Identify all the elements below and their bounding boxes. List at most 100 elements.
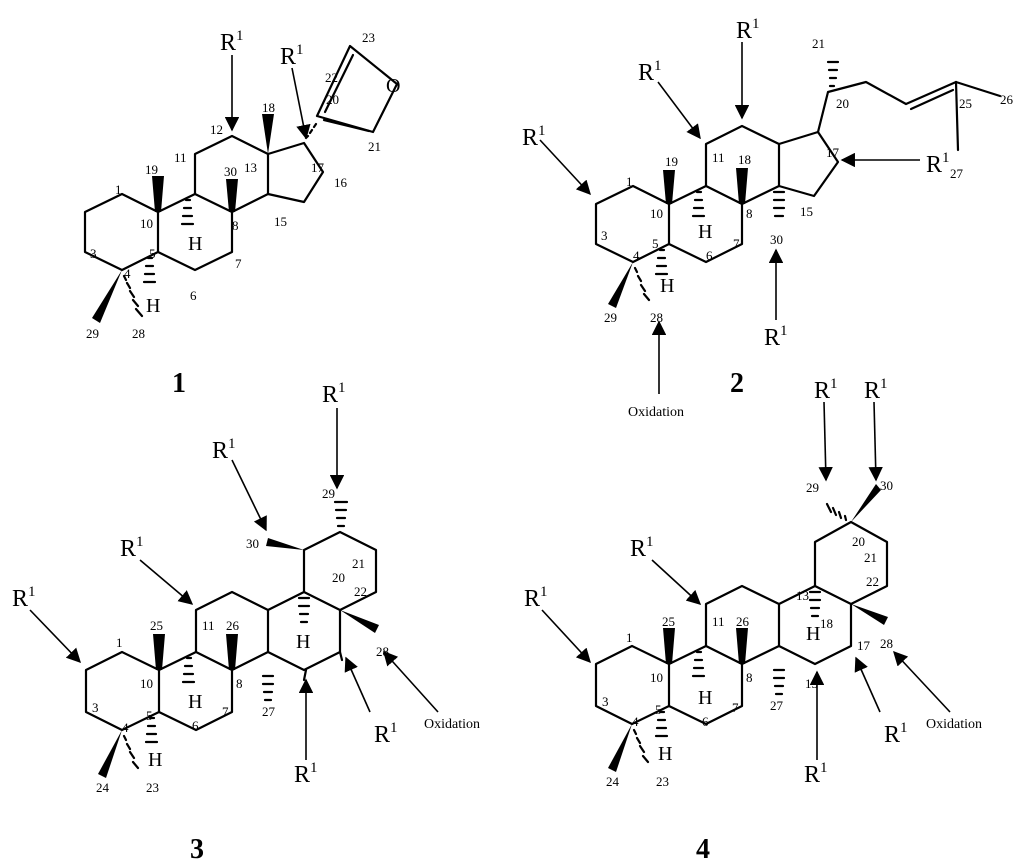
atom-number: 7 xyxy=(222,704,229,719)
atom-number: 18 xyxy=(820,616,833,631)
substituent-label: R1 xyxy=(736,16,760,44)
atom-number: 22 xyxy=(354,584,367,599)
atom-number: 7 xyxy=(732,700,739,715)
atom-number: 26 xyxy=(1000,92,1014,107)
substituent-label: R1 xyxy=(294,760,318,788)
atom-number: 22 xyxy=(866,574,879,589)
substituent-label: R1 xyxy=(638,58,662,86)
structure-4-atom-numbers: 1 3 4 5 6 7 8 10 11 13 15 17 18 20 21 22… xyxy=(602,478,893,789)
atom-number: 20 xyxy=(326,92,339,107)
hydrogen-label: H xyxy=(698,221,712,243)
atom-number: 24 xyxy=(606,774,620,789)
structure-4: 1 3 4 5 6 7 8 10 11 13 15 17 18 20 21 22… xyxy=(524,376,982,865)
structure-1-atom-numbers: 1 3 4 5 6 7 8 10 11 12 13 15 16 17 18 19… xyxy=(86,30,381,341)
atom-number: 29 xyxy=(86,326,99,341)
atom-number: 30 xyxy=(880,478,893,493)
atom-number: 11 xyxy=(712,614,725,629)
atom-number: 11 xyxy=(202,618,215,633)
substituent-label: R1 xyxy=(864,376,888,404)
compound-number-label: 4 xyxy=(696,834,710,865)
structure-3-substituent-arrows: R1 R1 R1 R1 R1 R1 Oxidation xyxy=(12,380,480,788)
atom-number: 25 xyxy=(150,618,163,633)
atom-number: 27 xyxy=(950,166,964,181)
atom-number: 19 xyxy=(665,154,678,169)
substituent-label: R1 xyxy=(374,720,398,748)
atom-number: 29 xyxy=(604,310,617,325)
hydrogen-label: H xyxy=(806,623,820,645)
atom-number: 27 xyxy=(262,704,276,719)
atom-number: 5 xyxy=(655,702,662,717)
structure-4-wedges xyxy=(608,484,888,772)
hydrogen-label: H xyxy=(660,275,674,297)
substituent-label: R1 xyxy=(764,323,788,351)
atom-number: 12 xyxy=(210,122,223,137)
structure-2-substituent-arrows: R1 R1 R1 R1 R1 Oxidation xyxy=(522,16,950,420)
atom-number: 28 xyxy=(650,310,663,325)
atom-number: 30 xyxy=(770,232,783,247)
compound-number-label: 1 xyxy=(172,368,186,399)
atom-number: 21 xyxy=(864,550,877,565)
atom-number: 7 xyxy=(235,256,242,271)
oxidation-label: Oxidation xyxy=(628,405,684,420)
atom-number: 20 xyxy=(836,96,849,111)
atom-number: 7 xyxy=(733,236,740,251)
atom-number: 8 xyxy=(232,218,239,233)
atom-number: 28 xyxy=(132,326,145,341)
atom-number: 4 xyxy=(124,266,131,281)
structure-3-skeleton xyxy=(84,530,378,732)
atom-number: 28 xyxy=(376,644,389,659)
substituent-label: R1 xyxy=(212,436,236,464)
structure-1: 1 3 4 5 6 7 8 10 11 12 13 15 16 17 18 19… xyxy=(83,28,400,399)
substituent-label: R1 xyxy=(804,760,828,788)
compound-number-label: 3 xyxy=(190,834,204,865)
atom-number: 27 xyxy=(770,698,784,713)
structure-3-atom-numbers: 1 3 4 5 6 7 8 10 11 20 21 22 23 24 25 26… xyxy=(92,486,389,795)
structure-3-wedges xyxy=(98,500,379,778)
substituent-label: R1 xyxy=(220,28,244,56)
atom-number: 30 xyxy=(224,164,237,179)
structure-4-substituent-arrows: R1 R1 R1 R1 R1 R1 Oxidation xyxy=(524,376,982,788)
atom-number: 15 xyxy=(274,214,287,229)
oxidation-label: Oxidation xyxy=(424,717,480,732)
atom-number: 6 xyxy=(192,718,199,733)
atom-number: 15 xyxy=(805,676,818,691)
hydrogen-label: H xyxy=(296,631,310,653)
atom-number: 21 xyxy=(352,556,365,571)
atom-number: 18 xyxy=(262,100,275,115)
substituent-label: R1 xyxy=(280,42,304,70)
hydrogen-label: H xyxy=(698,687,712,709)
atom-number: 22 xyxy=(325,70,338,85)
atom-number: 17 xyxy=(826,145,840,160)
atom-number: 17 xyxy=(857,638,871,653)
structure-3: 1 3 4 5 6 7 8 10 11 20 21 22 23 24 25 26… xyxy=(12,380,480,865)
atom-number: 26 xyxy=(226,618,240,633)
atom-number: 6 xyxy=(190,288,197,303)
atom-number: 4 xyxy=(633,248,640,263)
atom-number: 11 xyxy=(712,150,725,165)
atom-number: 5 xyxy=(146,708,153,723)
atom-number: 29 xyxy=(806,480,819,495)
structure-4-skeleton xyxy=(594,520,889,726)
hydrogen-label: H xyxy=(188,691,202,713)
atom-number: 11 xyxy=(174,150,187,165)
hydrogen-label: H xyxy=(188,233,202,255)
atom-number: 25 xyxy=(662,614,675,629)
atom-number: 10 xyxy=(140,216,153,231)
oxidation-label: Oxidation xyxy=(926,717,982,732)
substituent-label: R1 xyxy=(524,584,548,612)
compound-number-label: 2 xyxy=(730,368,744,399)
structure-1-skeleton xyxy=(83,44,399,272)
atom-number: 3 xyxy=(602,694,609,709)
substituent-label: R1 xyxy=(884,720,908,748)
atom-number: 23 xyxy=(362,30,375,45)
atom-number: 5 xyxy=(652,236,659,251)
atom-number: 21 xyxy=(812,36,825,51)
atom-number: 1 xyxy=(626,630,633,645)
atom-number: 8 xyxy=(236,676,243,691)
atom-number: 15 xyxy=(800,204,813,219)
atom-number: 6 xyxy=(706,248,713,263)
structure-2-skeleton xyxy=(594,80,1002,264)
substituent-label: R1 xyxy=(522,123,546,151)
structure-1-wedges xyxy=(92,114,318,323)
structure-2: 1 3 4 5 6 7 8 10 11 15 17 18 19 20 21 25… xyxy=(522,16,1014,420)
